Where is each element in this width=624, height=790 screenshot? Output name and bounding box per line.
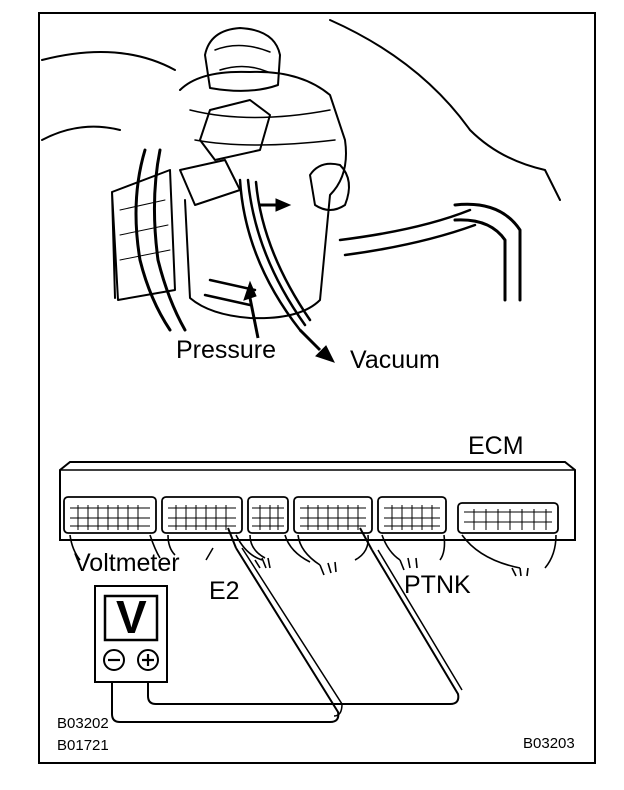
- diagram-frame: [38, 12, 596, 764]
- code-b03203: B03203: [523, 735, 575, 752]
- ecm-label: ECM: [468, 432, 524, 460]
- code-b03202: B03202: [57, 715, 109, 732]
- ecm-connector-6: [457, 502, 559, 534]
- voltmeter-label: Voltmeter: [74, 549, 180, 577]
- pressure-label: Pressure: [176, 336, 277, 364]
- plus-terminal: [137, 649, 159, 671]
- sensor-connector: [199, 99, 271, 161]
- ecm-connector-2: [161, 496, 243, 534]
- hose-right: [453, 202, 522, 302]
- voltmeter-display: [103, 594, 159, 642]
- ecm-connector-5: [377, 496, 447, 534]
- probe-ptnk: [359, 527, 373, 551]
- ptnk-label: PTNK: [404, 571, 471, 599]
- hose-left-2: [152, 148, 187, 332]
- code-b01721: B01721: [57, 737, 109, 754]
- pressure-arrow: [248, 297, 260, 339]
- voltmeter-display-glyph: V: [116, 591, 147, 643]
- hose-left-1: [134, 148, 172, 332]
- probe-e2: [227, 527, 237, 549]
- voltmeter-body: [94, 585, 168, 683]
- ecm-unit: [59, 461, 576, 541]
- ecm-connector-1: [63, 496, 157, 534]
- terminal-signs: [108, 654, 154, 666]
- vacuum-label: Vacuum: [350, 346, 440, 374]
- ecm-connector-3: [247, 496, 289, 534]
- wire-bundle: [238, 178, 312, 332]
- minus-terminal: [103, 649, 125, 671]
- ecm-connector-4: [293, 496, 373, 534]
- lead-e2: [111, 547, 340, 723]
- engine-outline: [41, 19, 561, 201]
- lead-ptnk: [147, 549, 460, 705]
- e2-label: E2: [209, 577, 240, 605]
- hose-mid: [338, 208, 477, 257]
- intake-block: [111, 169, 176, 301]
- sensor-cap: [204, 27, 281, 92]
- vacuum-arrow: [298, 328, 322, 352]
